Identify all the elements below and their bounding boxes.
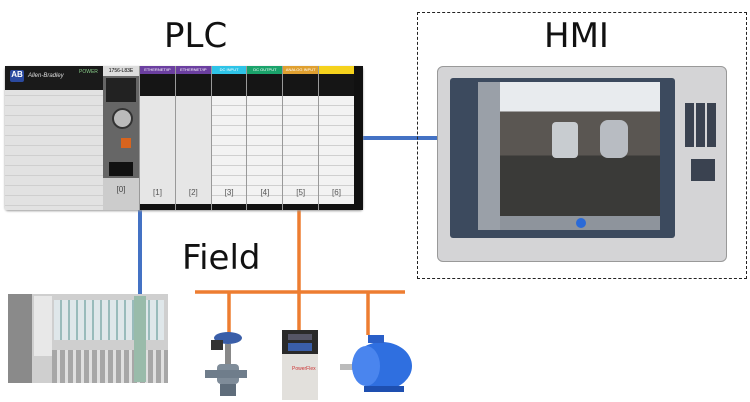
slot-label: [3] bbox=[224, 188, 234, 197]
slot-label: [1] bbox=[153, 188, 162, 197]
plc-module-slot-6: [6] bbox=[318, 66, 354, 210]
slot-label: [4] bbox=[260, 188, 270, 197]
hmi-nav-bar bbox=[478, 82, 500, 230]
module-header: ANALOG INPUT bbox=[283, 66, 319, 74]
hmi-label: HMI bbox=[544, 16, 609, 56]
io-terminals bbox=[54, 300, 164, 340]
slot-label: [0] bbox=[103, 178, 139, 210]
controller-module: 1756-L83E [0] bbox=[103, 66, 139, 210]
plc-module-slot-3: DC INPUT [3] bbox=[210, 66, 247, 210]
cpu-model: 1756-L83E bbox=[103, 66, 139, 76]
reactor-icon bbox=[600, 120, 628, 158]
hmi-screen-process-view[interactable] bbox=[500, 82, 660, 216]
module-header: DC INPUT bbox=[211, 66, 247, 74]
plc-module-slot-5: ANALOG INPUT [5] bbox=[282, 66, 319, 210]
usb-port-icon bbox=[121, 138, 131, 148]
module-header: ETHERNET/IP bbox=[175, 66, 211, 74]
slot-label: [5] bbox=[296, 188, 306, 197]
network-adapter bbox=[134, 296, 146, 382]
plc-module-slot-4: DC OUTPUT [4] bbox=[246, 66, 283, 210]
keyswitch-icon bbox=[112, 108, 133, 129]
power-supply: AB Allen-Bradley POWER bbox=[5, 66, 103, 210]
plc-module-slot-2: ETHERNET/IP [2] bbox=[174, 66, 211, 210]
power-indicator: POWER bbox=[79, 69, 98, 75]
electric-motor bbox=[340, 335, 412, 392]
variable-frequency-drive: PowerFlex bbox=[282, 330, 318, 400]
hmi-arrow-keys[interactable] bbox=[691, 159, 715, 181]
brand-name: Allen-Bradley bbox=[28, 73, 64, 79]
hmi-panel bbox=[437, 66, 727, 262]
module-status-display bbox=[319, 74, 354, 96]
module-status-display bbox=[175, 74, 211, 96]
module-header bbox=[319, 66, 354, 74]
plc-module-slot-1: ETHERNET/IP [1] bbox=[139, 66, 175, 210]
slot-label: [2] bbox=[188, 188, 198, 197]
hmi-home-button[interactable] bbox=[576, 218, 586, 228]
module-status-display bbox=[283, 74, 319, 96]
module-status-display bbox=[211, 74, 247, 96]
ethernet-port-icon bbox=[109, 162, 133, 176]
control-valve bbox=[205, 332, 247, 396]
svg-text:PowerFlex: PowerFlex bbox=[292, 366, 316, 372]
field-label: Field bbox=[182, 238, 261, 278]
module-header: DC OUTPUT bbox=[247, 66, 283, 74]
module-status-display bbox=[140, 74, 175, 96]
plc-rack: AB Allen-Bradley POWER 1756-L83E [0] ETH… bbox=[5, 66, 363, 210]
slot-label: [6] bbox=[332, 188, 341, 197]
hmi-boundary bbox=[417, 12, 747, 279]
ab-logo: AB bbox=[10, 70, 24, 82]
module-status-display bbox=[247, 74, 283, 96]
tank-icon bbox=[552, 122, 578, 158]
module-header: ETHERNET/IP bbox=[140, 66, 175, 74]
plc-label: PLC bbox=[164, 16, 228, 56]
remote-io bbox=[8, 294, 168, 383]
hmi-keypad[interactable] bbox=[685, 103, 717, 147]
